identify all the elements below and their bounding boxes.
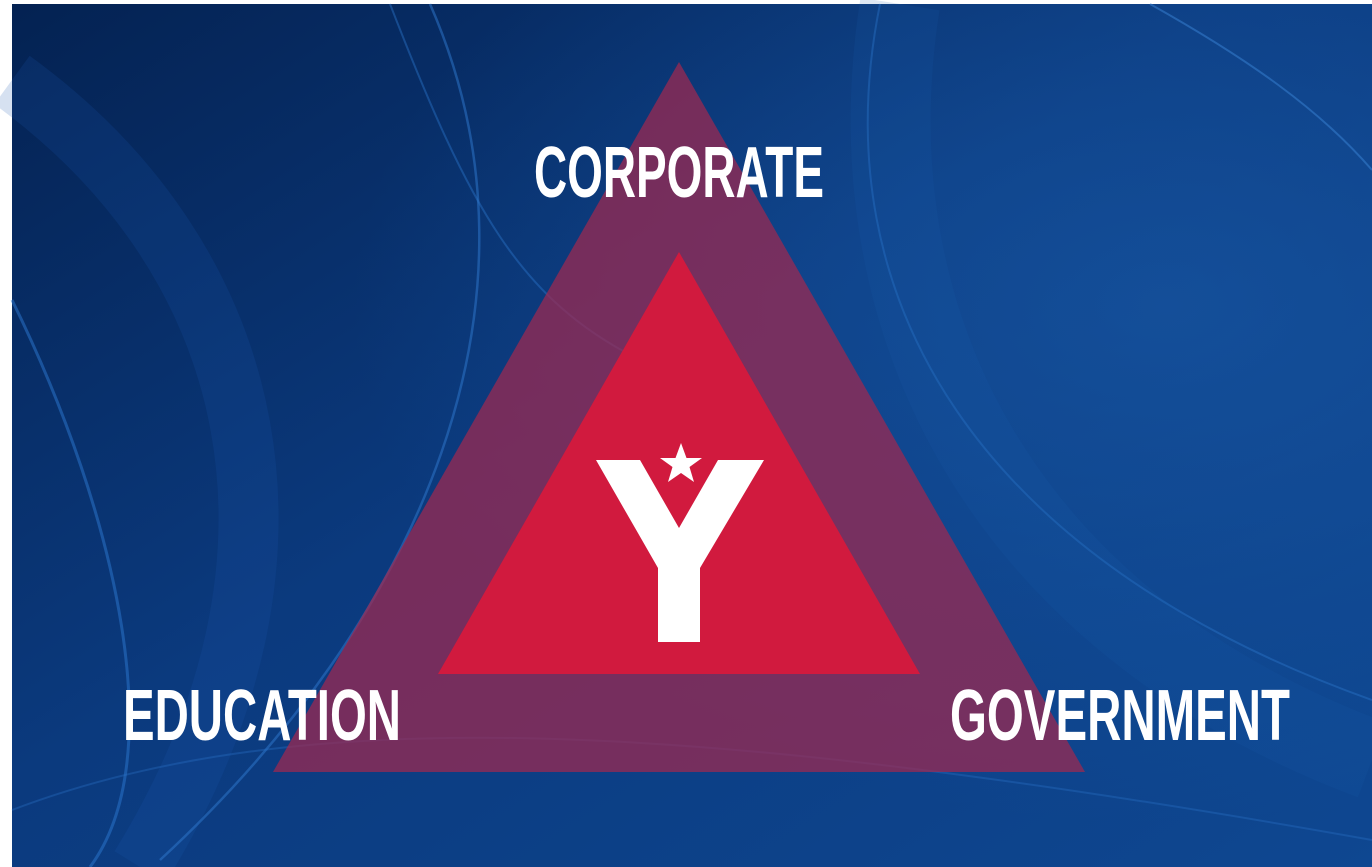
star-icon <box>660 443 702 482</box>
curve-right-arc <box>866 3 1372 701</box>
label-government: GOVERNMENT <box>950 676 1290 756</box>
label-corporate: CORPORATE <box>534 133 824 213</box>
curve-left-band <box>0 55 279 867</box>
curve-mid <box>159 3 481 861</box>
y-star-logo-icon <box>596 443 764 642</box>
y-logo-shape <box>596 460 764 642</box>
label-education: EDUCATION <box>123 676 401 756</box>
curve-left <box>10 299 131 867</box>
curve-right-band <box>850 0 1372 798</box>
curve-right-top <box>1149 3 1372 171</box>
